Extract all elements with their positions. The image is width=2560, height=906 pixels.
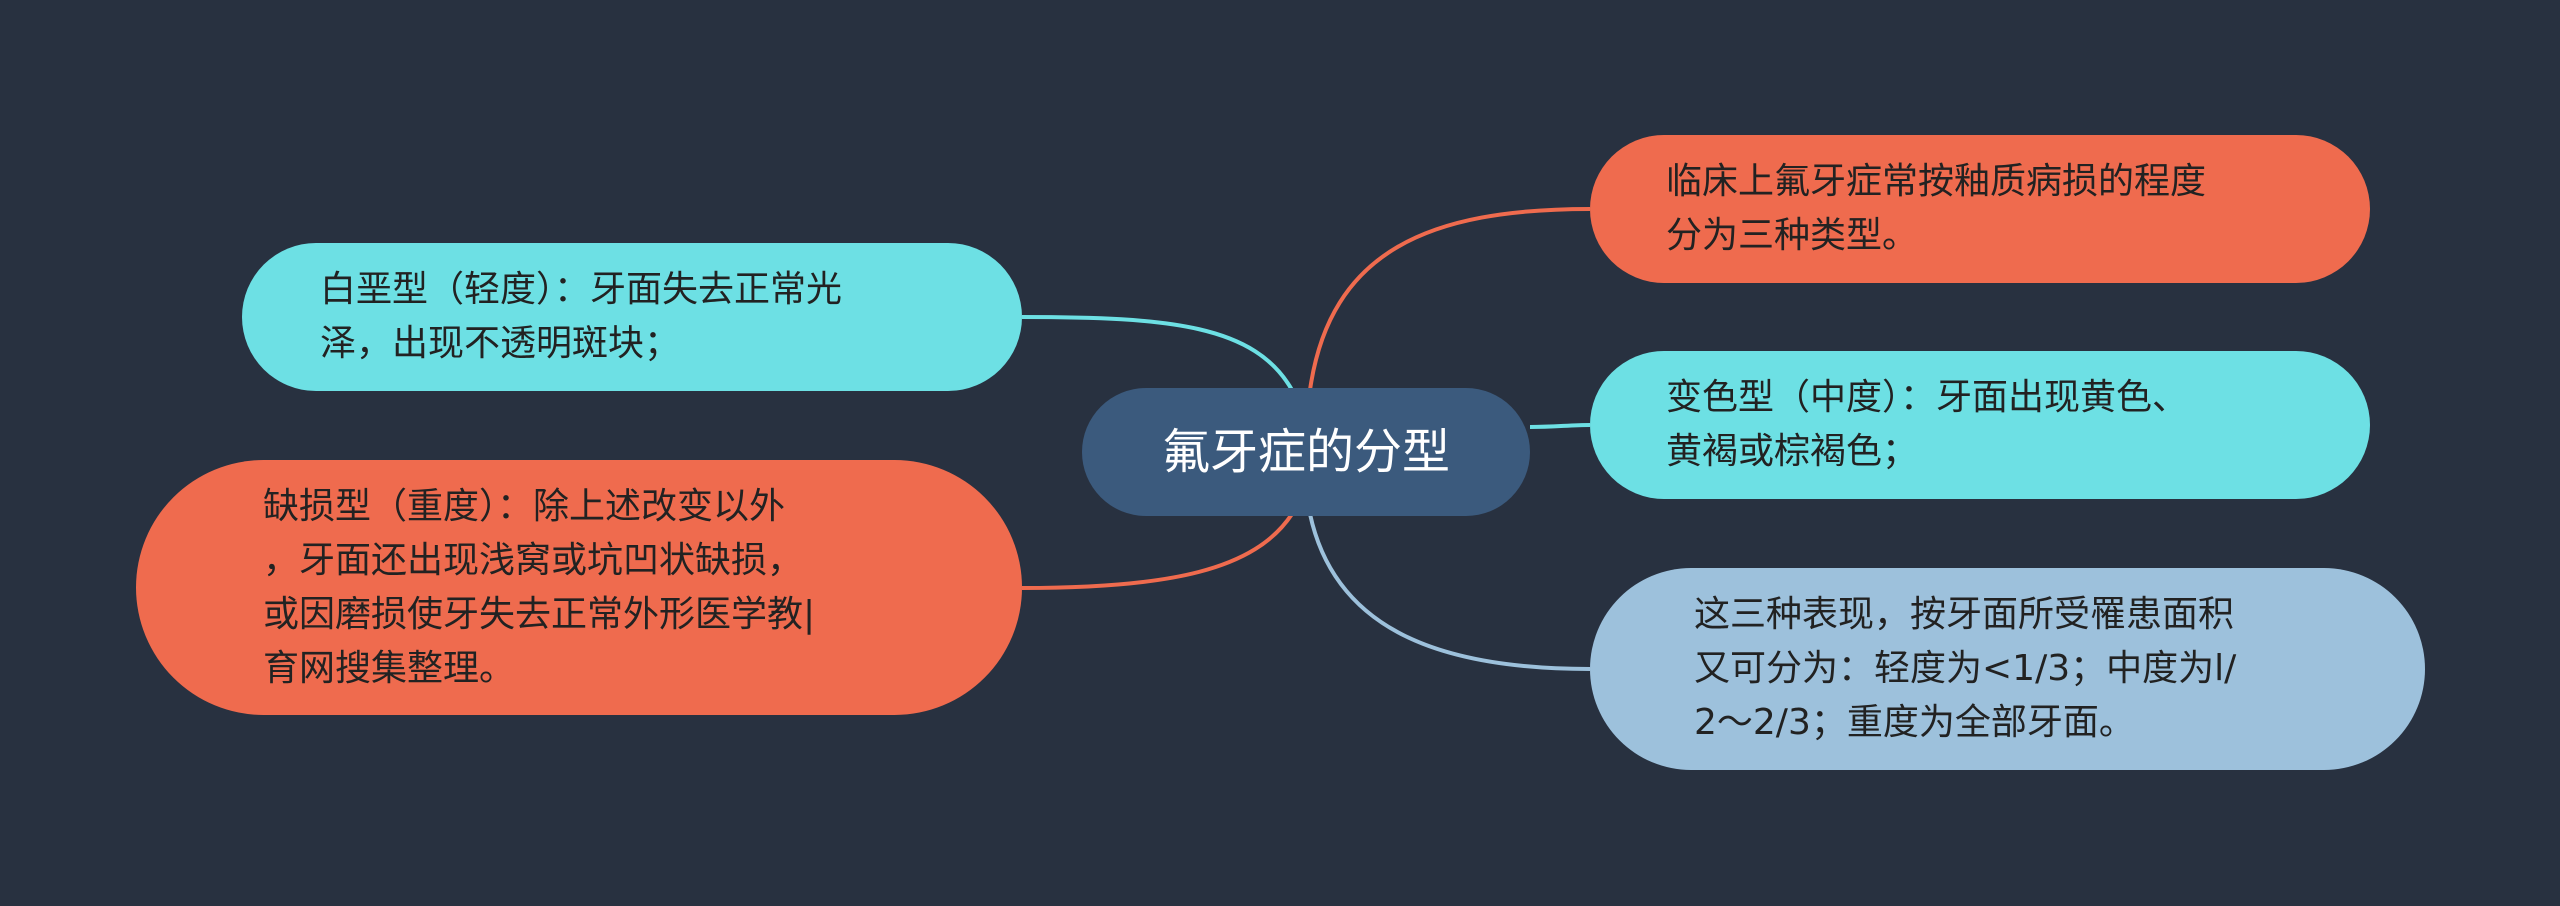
connector-r2 [1529,423,1591,429]
topic-node-text: 缺损型（重度）：除上述改变以外 ，牙面还出现浅窝或坑凹状缺损， 或因磨损使牙失去… [263,485,816,689]
connector-l2 [1021,512,1294,590]
center-topic-label: 氟牙症的分型 [1161,424,1450,480]
topic-node-text: 这三种表现，按牙面所受罹患面积 又可分为：轻度为<1/3；中度为l/ 2～2/3… [1694,594,2237,743]
center-topic[interactable]: 氟牙症的分型 [1082,388,1530,516]
topic-node-area-classification[interactable]: 这三种表现，按牙面所受罹患面积 又可分为：轻度为<1/3；中度为l/ 2～2/3… [1590,568,2425,770]
topic-node-chalky-type[interactable]: 白垩型（轻度）：牙面失去正常光 泽，出现不透明斑块； [242,243,1022,391]
connector-r3 [1308,513,1591,671]
topic-node-text: 白垩型（轻度）：牙面失去正常光 泽，出现不透明斑块； [320,269,843,364]
connector-l1 [1021,315,1294,391]
topic-node-text: 变色型（中度）：牙面出现黄色、 黄褐或棕褐色； [1666,377,2189,472]
topic-node-classification-intro[interactable]: 临床上氟牙症常按釉质病损的程度 分为三种类型。 [1590,135,2370,283]
topic-node-text: 临床上氟牙症常按釉质病损的程度 分为三种类型。 [1666,161,2207,256]
connector-r1 [1308,207,1591,391]
topic-node-discoloration-type[interactable]: 变色型（中度）：牙面出现黄色、 黄褐或棕褐色； [1590,351,2370,499]
topic-node-defect-type[interactable]: 缺损型（重度）：除上述改变以外 ，牙面还出现浅窝或坑凹状缺损， 或因磨损使牙失去… [136,460,1022,715]
